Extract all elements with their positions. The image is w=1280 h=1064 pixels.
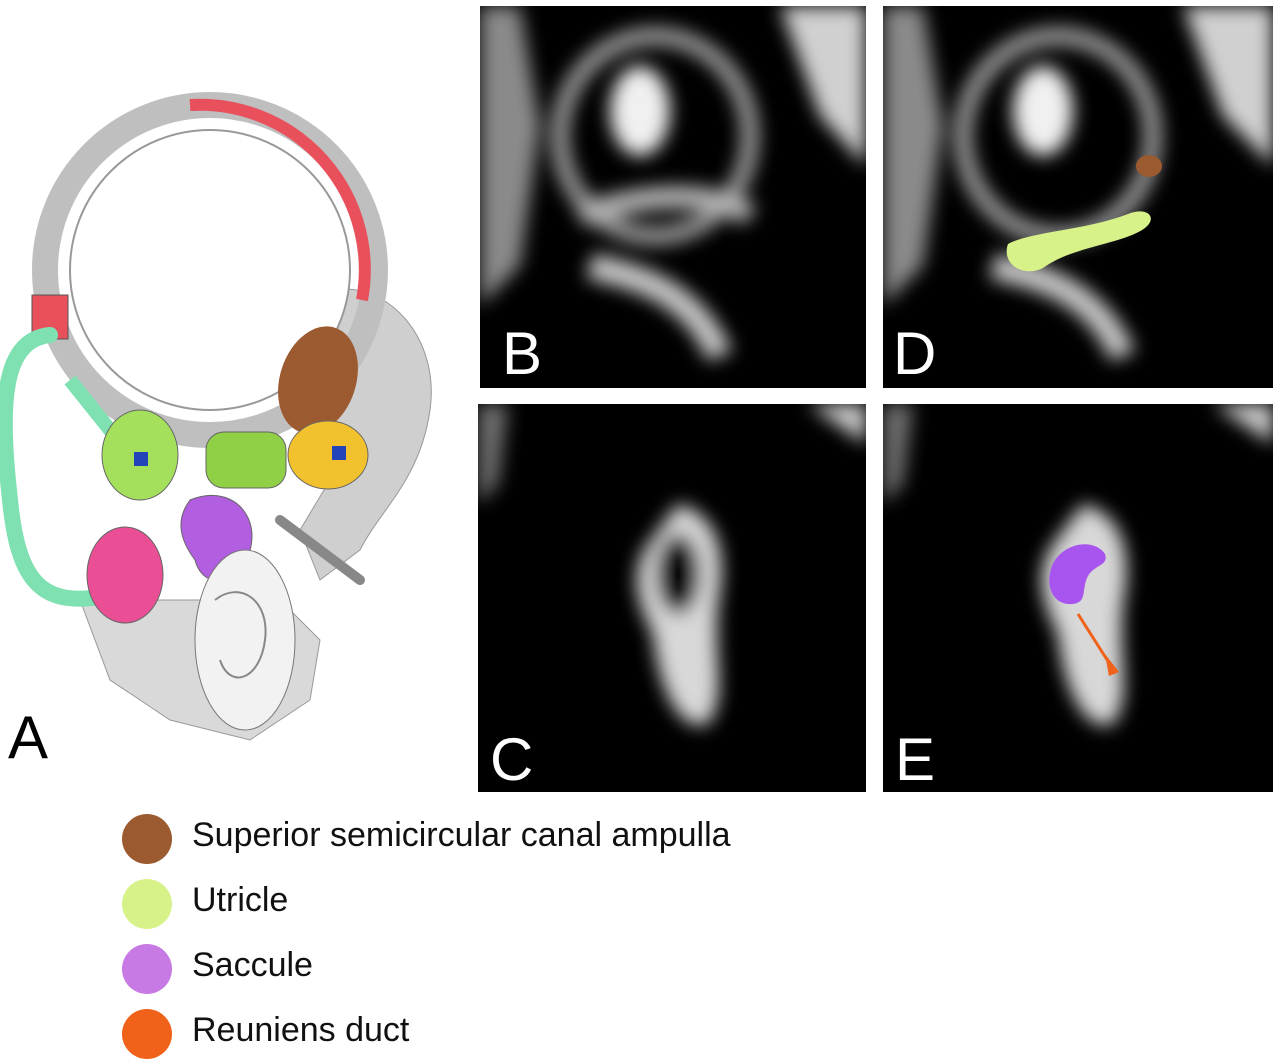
mri-image-d: [883, 6, 1273, 362]
ampulla-overlay: [1136, 155, 1162, 177]
mri-panel-e: E: [883, 404, 1273, 792]
endolymphatic-drawing: [86, 526, 164, 624]
mri-panel-d: D: [883, 6, 1273, 388]
macula-marker-right: [332, 446, 346, 460]
saccule-overlay: [1049, 544, 1106, 605]
legend-item-utricle: Utricle: [122, 873, 842, 929]
panel-letter-b: B: [502, 320, 543, 387]
panel-letter-e: E: [895, 726, 936, 792]
legend-swatch-reuniens: [122, 1009, 172, 1059]
legend-label-saccule: Saccule: [192, 946, 313, 984]
posterior-canal-duct: [0, 327, 118, 607]
mri-panel-c: C: [478, 404, 866, 792]
reuniens-duct-tip: [1105, 654, 1119, 676]
legend-swatch-utricle: [122, 879, 172, 929]
panel-letter-c: C: [490, 726, 534, 792]
cochlea-drawing: [194, 549, 296, 731]
cochlea-coil: [214, 591, 267, 679]
legend-swatch-ampulla: [122, 814, 172, 864]
labyrinth-drawing: [0, 92, 432, 741]
mri-panel-b: B: [480, 6, 866, 388]
legend-swatch-saccule: [122, 944, 172, 994]
panel-letter-a: A: [8, 704, 49, 771]
superior-canal-duct: [189, 98, 371, 302]
mri-image-e: [883, 404, 1273, 726]
legend-item-ampulla: Superior semicircular canal ampulla: [122, 808, 842, 864]
macula-marker-left: [134, 452, 148, 466]
lateral-ampulla-drawing: [287, 420, 369, 490]
panel-letter-d: D: [893, 320, 937, 387]
canal-lumen: [69, 129, 351, 411]
utricle-overlay: [1006, 211, 1151, 272]
ossicle-drawing: [275, 515, 365, 585]
mri-image-c: [478, 404, 866, 726]
utricle-drawing-right: [205, 431, 287, 489]
superior-ampulla-drawing: [278, 326, 358, 434]
legend-item-reuniens: Reuniens duct: [122, 1003, 842, 1059]
legend-label-utricle: Utricle: [192, 881, 289, 919]
legend-item-saccule: Saccule: [122, 938, 842, 994]
reuniens-duct-overlay: [1076, 613, 1113, 667]
mri-image-b: [480, 6, 866, 362]
anatomy-illustration: [0, 80, 470, 780]
legend-label-reuniens: Reuniens duct: [192, 1011, 410, 1049]
legend-label-ampulla: Superior semicircular canal ampulla: [192, 816, 731, 854]
